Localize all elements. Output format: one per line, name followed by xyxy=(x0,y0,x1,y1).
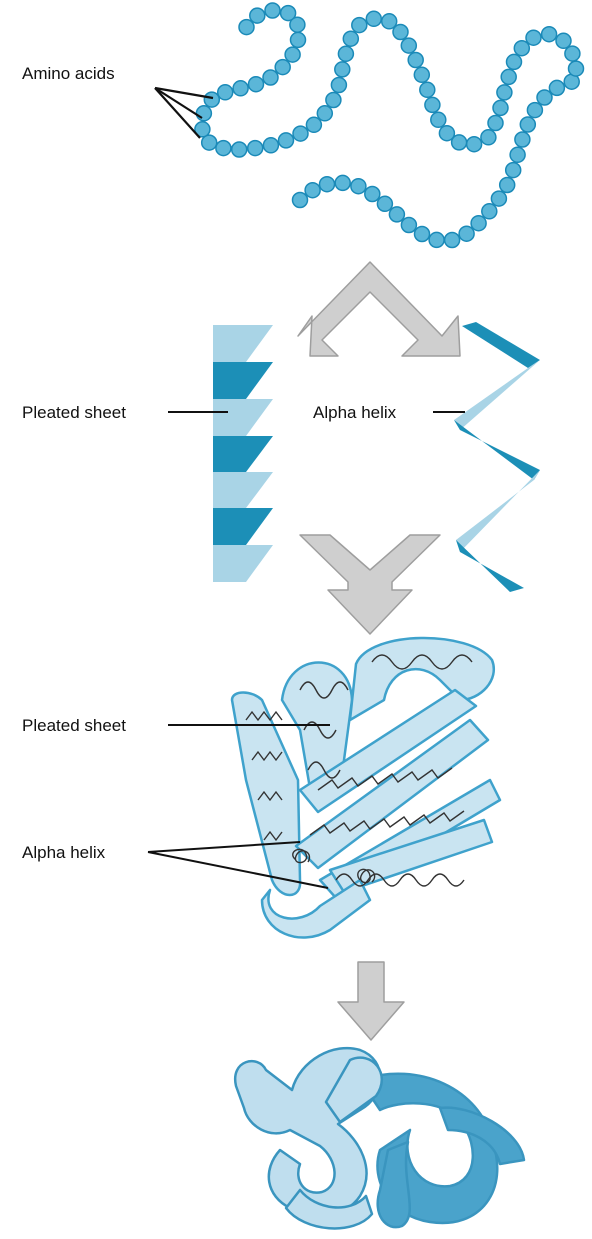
amino-acid-bead xyxy=(526,30,541,45)
amino-acid-bead xyxy=(549,80,564,95)
amino-acid-bead xyxy=(338,46,353,61)
amino-acid-bead xyxy=(216,141,231,156)
amino-acid-bead xyxy=(218,85,233,100)
amino-acid-bead xyxy=(275,60,290,75)
alpha-helix-label: Alpha helix xyxy=(313,403,396,423)
amino-acid-bead xyxy=(467,137,482,152)
amino-acid-bead xyxy=(263,138,278,153)
amino-acid-bead xyxy=(569,61,584,76)
amino-acid-bead xyxy=(414,67,429,82)
amino-acid-bead xyxy=(471,216,486,231)
amino-acid-bead xyxy=(291,32,306,47)
amino-acid-bead xyxy=(265,3,280,18)
amino-acid-bead xyxy=(248,141,263,156)
amino-acid-bead xyxy=(331,78,346,93)
quaternary-structure xyxy=(235,1048,524,1228)
amino-acid-bead xyxy=(482,204,497,219)
amino-acid-bead xyxy=(420,82,435,97)
amino-acid-bead xyxy=(401,38,416,53)
amino-acid-chain xyxy=(195,3,584,248)
amino-acid-bead xyxy=(459,226,474,241)
down-arrow-icon xyxy=(338,962,404,1040)
amino-acid-bead xyxy=(293,126,308,141)
amino-acid-bead xyxy=(493,100,508,115)
amino-acid-bead xyxy=(429,232,444,247)
split-arrow-icon xyxy=(298,262,460,356)
amino-acid-bead xyxy=(232,142,247,157)
amino-acid-bead xyxy=(382,14,397,29)
amino-acid-bead xyxy=(415,227,430,242)
pleated-sheet-secondary xyxy=(213,325,273,582)
amino-acids-label: Amino acids xyxy=(22,64,115,84)
amino-acid-bead xyxy=(335,62,350,77)
amino-acid-bead xyxy=(527,103,542,118)
amino-acid-bead xyxy=(249,77,264,92)
amino-acid-bead xyxy=(293,193,308,208)
amino-acid-bead xyxy=(515,132,530,147)
amino-acid-bead xyxy=(506,163,521,178)
amino-acid-bead xyxy=(501,69,516,84)
merge-arrow-icon xyxy=(300,535,440,634)
amino-acid-bead xyxy=(431,112,446,127)
amino-acid-bead xyxy=(317,106,332,121)
amino-acid-bead xyxy=(408,53,423,68)
amino-acid-bead xyxy=(343,31,358,46)
amino-acid-bead xyxy=(510,147,525,162)
amino-acid-bead xyxy=(401,218,416,233)
amino-acid-bead xyxy=(425,97,440,112)
amino-acid-bead xyxy=(196,106,211,121)
pleated-sheet-label: Pleated sheet xyxy=(22,403,126,423)
amino-acid-bead xyxy=(239,20,254,35)
amino-acid-bead xyxy=(352,18,367,33)
amino-acid-bead xyxy=(514,41,529,56)
amino-acid-bead xyxy=(351,179,366,194)
amino-acid-bead xyxy=(439,126,454,141)
amino-acid-bead xyxy=(366,11,381,26)
amino-acid-bead xyxy=(263,70,278,85)
amino-acid-bead xyxy=(497,85,512,100)
amino-acid-bead xyxy=(285,47,300,62)
amino-acid-bead xyxy=(488,116,503,131)
alpha-helix-secondary xyxy=(454,322,540,592)
amino-acid-bead xyxy=(537,90,552,105)
amino-acid-bead xyxy=(279,133,294,148)
amino-acid-bead xyxy=(306,117,321,132)
amino-acid-bead xyxy=(565,46,580,61)
amino-acid-bead xyxy=(556,33,571,48)
amino-acid-bead xyxy=(281,6,296,21)
amino-acid-bead xyxy=(389,207,404,222)
amino-acid-bead xyxy=(320,177,335,192)
amino-acid-bead xyxy=(305,183,320,198)
amino-acid-bead xyxy=(481,130,496,145)
tertiary-structure xyxy=(232,638,500,938)
amino-acid-bead xyxy=(491,191,506,206)
amino-acid-bead xyxy=(542,27,557,42)
amino-acid-bead xyxy=(326,93,341,108)
amino-acid-bead xyxy=(520,117,535,132)
tertiary-alpha-helix-label: Alpha helix xyxy=(22,843,105,863)
amino-acid-bead xyxy=(445,233,460,248)
amino-acid-bead xyxy=(250,8,265,23)
amino-acid-bead xyxy=(365,187,380,202)
tertiary-pleated-sheet-label: Pleated sheet xyxy=(22,716,126,736)
amino-acid-bead xyxy=(377,196,392,211)
amino-acid-bead xyxy=(507,54,522,69)
amino-acid-bead xyxy=(335,175,350,190)
amino-acid-bead xyxy=(204,92,219,107)
amino-acid-bead xyxy=(233,81,248,96)
amino-acid-bead xyxy=(500,178,515,193)
